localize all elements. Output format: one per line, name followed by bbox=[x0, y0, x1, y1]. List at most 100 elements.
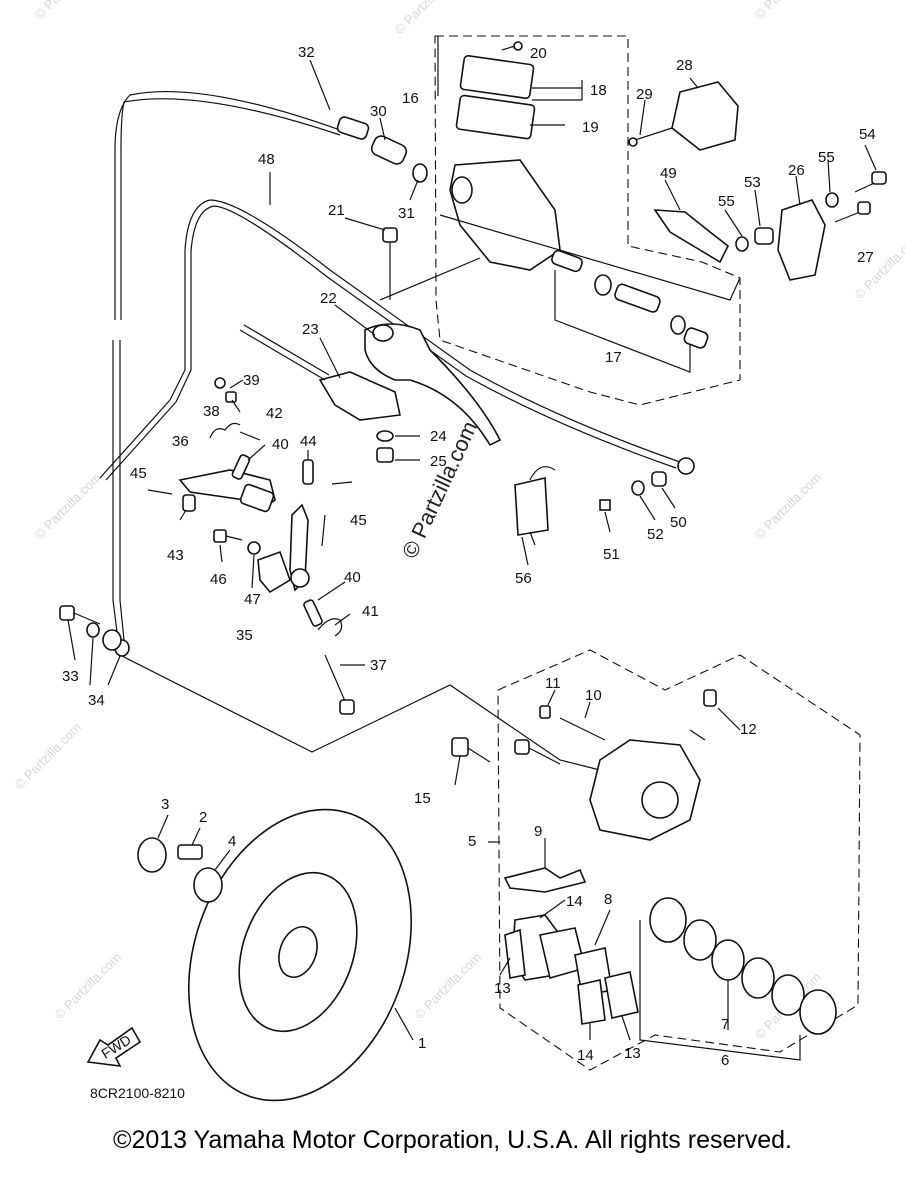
callout-28: 28 bbox=[676, 57, 693, 74]
pad-14b bbox=[577, 979, 606, 1025]
washer-31 bbox=[412, 163, 428, 183]
watermark: © Partzilla.com bbox=[32, 0, 105, 22]
tag-56 bbox=[514, 477, 549, 536]
callout-23: 23 bbox=[302, 321, 319, 338]
brake-cable-48 bbox=[169, 199, 681, 463]
callout-38: 38 bbox=[203, 403, 220, 420]
callout-45b: 45 bbox=[350, 512, 367, 529]
callout-55b: 55 bbox=[818, 149, 835, 166]
callout-37: 37 bbox=[370, 657, 387, 674]
callout-30: 30 bbox=[370, 103, 387, 120]
nut-25 bbox=[376, 447, 394, 463]
bracket-26 bbox=[777, 199, 826, 281]
watermark: © Partzilla.com bbox=[32, 470, 105, 543]
callout-1: 1 bbox=[418, 1035, 426, 1052]
callout-27: 27 bbox=[857, 249, 874, 266]
pin-40a bbox=[231, 454, 251, 480]
watermark: © Partzilla.com bbox=[52, 950, 125, 1023]
diaphragm-19 bbox=[455, 94, 536, 140]
callout-39: 39 bbox=[243, 372, 260, 389]
diagram-code: 8CR2100-8210 bbox=[90, 1085, 185, 1101]
callout-53: 53 bbox=[744, 174, 761, 191]
pin-45a bbox=[147, 489, 173, 495]
bolt-27 bbox=[857, 201, 871, 215]
washer-55b bbox=[825, 192, 839, 208]
callout-31: 31 bbox=[398, 205, 415, 222]
collar-53 bbox=[754, 227, 774, 245]
washer-34a bbox=[86, 622, 100, 638]
bracket-23 bbox=[318, 371, 401, 421]
callout-44: 44 bbox=[300, 433, 317, 450]
seal-7c bbox=[741, 957, 775, 999]
piston-kit-17 bbox=[551, 249, 709, 373]
callout-25: 25 bbox=[430, 453, 447, 470]
callout-19: 19 bbox=[582, 119, 599, 136]
callout-14b: 14 bbox=[577, 1047, 594, 1064]
watermark: © Partzilla.com bbox=[752, 0, 825, 22]
screw-29 bbox=[628, 137, 638, 147]
callout-12: 12 bbox=[740, 721, 757, 738]
bolt-15 bbox=[451, 737, 469, 757]
callout-50: 50 bbox=[670, 514, 687, 531]
callout-17: 17 bbox=[605, 349, 622, 366]
callout-10: 10 bbox=[585, 687, 602, 704]
bleeder-12 bbox=[703, 689, 717, 707]
seal-7a bbox=[683, 919, 717, 961]
callout-49: 49 bbox=[660, 165, 677, 182]
callout-46: 46 bbox=[210, 571, 227, 588]
washer-55a bbox=[735, 236, 749, 252]
seal-7b bbox=[711, 939, 745, 981]
master-cylinder-16 bbox=[449, 159, 561, 271]
nut-47 bbox=[247, 541, 261, 555]
bolt-43 bbox=[182, 494, 196, 512]
callout-2: 2 bbox=[199, 809, 207, 826]
callout-11: 11 bbox=[545, 675, 561, 692]
callout-32: 32 bbox=[298, 44, 315, 61]
watermark: © Partzilla.com bbox=[12, 720, 85, 793]
key-2 bbox=[177, 844, 203, 860]
callout-47: 47 bbox=[244, 591, 261, 608]
reservoir-28 bbox=[671, 81, 739, 151]
caliper-group-outline bbox=[497, 649, 861, 1071]
callout-3: 3 bbox=[161, 796, 169, 813]
callout-42: 42 bbox=[266, 405, 283, 422]
nut-38 bbox=[225, 391, 237, 403]
callout-40b: 40 bbox=[344, 569, 361, 586]
callout-51: 51 bbox=[603, 546, 620, 563]
callout-29: 29 bbox=[636, 86, 653, 103]
adjuster-30 bbox=[370, 135, 408, 165]
brake-cable-32 bbox=[114, 91, 341, 320]
bolt-21 bbox=[382, 227, 398, 243]
callout-36: 36 bbox=[172, 433, 189, 450]
callout-7: 7 bbox=[721, 1016, 729, 1033]
fwd-arrow-icon bbox=[86, 1026, 142, 1067]
clip-3 bbox=[137, 837, 167, 873]
collar-50 bbox=[651, 471, 667, 487]
rod-37 bbox=[324, 654, 349, 709]
bolt-54 bbox=[871, 171, 887, 185]
callout-5: 5 bbox=[468, 833, 476, 850]
bolt-33 bbox=[59, 605, 75, 621]
washer-52 bbox=[631, 480, 645, 496]
callout-18: 18 bbox=[590, 82, 607, 99]
watermarks: © Partzilla.com © Partzilla.com © Partzi… bbox=[12, 0, 905, 1042]
spring-41 bbox=[317, 618, 343, 637]
bolt-51 bbox=[599, 499, 611, 511]
cable-end-fitting bbox=[336, 116, 370, 140]
callout-9: 9 bbox=[534, 823, 542, 840]
callout-40a: 40 bbox=[272, 436, 289, 453]
callout-41: 41 bbox=[362, 603, 379, 620]
copyright-notice: ©2013 Yamaha Motor Corporation, U.S.A. A… bbox=[113, 1126, 792, 1154]
pad-13b bbox=[604, 971, 639, 1019]
callout-15: 15 bbox=[414, 790, 431, 807]
callout-43: 43 bbox=[167, 547, 184, 564]
callout-8: 8 bbox=[604, 891, 612, 908]
callout-33: 33 bbox=[62, 668, 79, 685]
callout-6: 6 bbox=[721, 1052, 729, 1069]
spring-plate-9 bbox=[503, 867, 587, 893]
washer-24 bbox=[376, 430, 394, 442]
master-cylinder-group-outline bbox=[434, 35, 741, 406]
pin-40b bbox=[303, 599, 323, 627]
